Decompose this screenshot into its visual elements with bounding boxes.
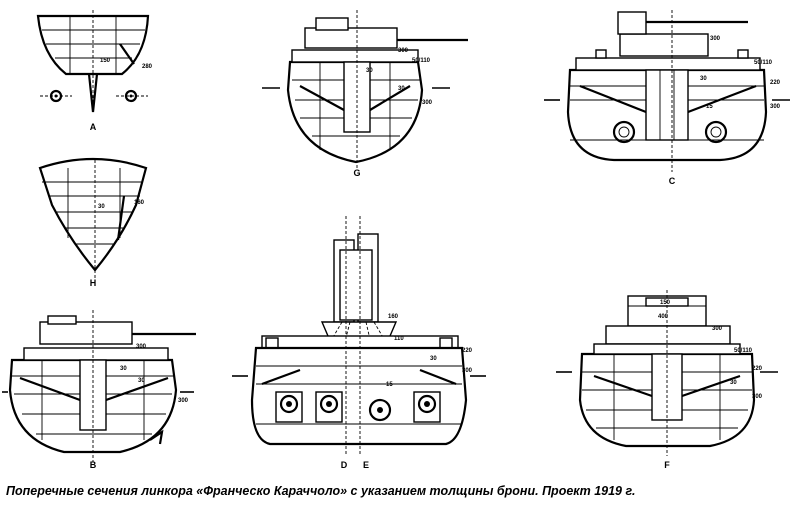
armor-b-300-top: 300 [136,344,147,350]
label-d: D [341,460,348,470]
armor-c-300-top: 300 [710,36,721,42]
label-h: H [90,278,97,288]
shaft [368,398,392,422]
section-de: 160 110 220 30 15 300 D E [232,216,486,470]
label-a: A [90,122,97,132]
armor-f-150: 150 [660,300,671,306]
armor-a-150: 150 [100,58,111,64]
armor-de-160: 160 [388,314,399,320]
cross-sections-drawing: 150 280 A 30 160 H 30 [2,10,790,470]
armor-f-50-110: 50/110 [734,348,753,354]
armor-c-50-110: 50/110 [754,60,773,66]
armor-c-300-side: 300 [770,104,781,110]
armor-g-300-side: 300 [422,100,433,106]
boiler-2 [315,391,343,423]
armor-de-300: 300 [462,368,473,374]
armor-c-15: 15 [706,104,713,110]
armor-g-50-110: 50/110 [412,58,431,64]
armor-de-110: 110 [394,336,404,342]
section-a: 150 280 A [36,10,153,132]
armor-h-160: 160 [134,200,145,206]
label-b: B [90,460,97,470]
section-b: 300 30 30 300 B [2,310,196,470]
label-c: C [669,176,676,186]
label-e: E [363,460,369,470]
armor-c-30: 30 [700,76,707,82]
section-h: 30 160 H [38,157,148,288]
label-f: F [664,460,670,470]
figure-caption: Поперечные сечения линкора «Франческо Ка… [6,484,636,498]
boiler-1 [275,391,303,423]
armor-g-30-a: 30 [366,68,373,74]
armor-c-220: 220 [770,80,781,86]
boiler-3 [413,391,441,423]
armor-h-30: 30 [98,204,105,210]
armor-g-300-top: 300 [398,48,409,54]
armor-f-400: 400 [658,314,669,320]
armor-f-220: 220 [752,366,763,372]
armor-b-30-a: 30 [120,366,127,372]
section-c: 300 50/110 30 220 15 300 C [544,10,790,186]
label-g: G [353,168,360,178]
armor-f-300-top: 300 [712,326,723,332]
armor-g-30-b: 30 [398,86,405,92]
section-g: 300 50/110 30 30 300 G [262,10,468,178]
armor-a-280: 280 [142,64,153,70]
section-f: 150 400 300 50/110 220 30 300 F [556,290,778,470]
armor-b-300-side: 300 [178,398,189,404]
armor-de-30: 30 [430,356,437,362]
armor-de-220: 220 [462,348,473,354]
armor-f-300-side: 300 [752,394,763,400]
armor-b-30-b: 30 [138,378,145,384]
armor-f-30: 30 [730,380,737,386]
armor-de-15: 15 [386,382,393,388]
